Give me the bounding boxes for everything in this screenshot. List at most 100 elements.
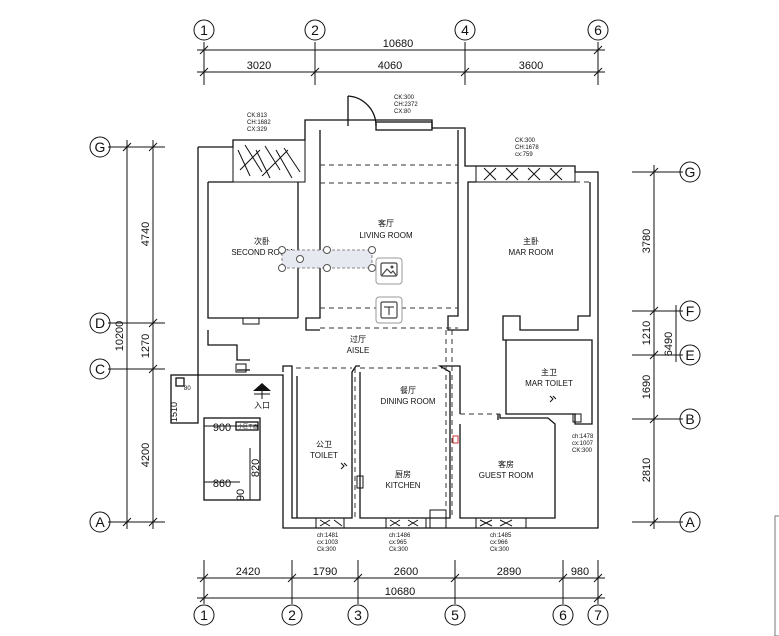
right-dim-1210: 1210 xyxy=(641,321,653,345)
image-button[interactable] xyxy=(375,257,403,285)
red-marker xyxy=(452,435,459,444)
toilet-en: TOILET xyxy=(310,451,338,460)
resize-handle-bl[interactable] xyxy=(278,264,286,272)
top-total-dim: 10680 xyxy=(383,38,414,50)
note-3-line-1: CK:300 xyxy=(515,138,536,144)
note-7-line-1: ch:1485 xyxy=(490,533,512,539)
axis-top-6: 6 xyxy=(594,22,602,38)
bottom-dim-1: 2420 xyxy=(236,566,260,578)
entry-arrow-icon xyxy=(253,383,271,399)
living-room-cn: 客厅 xyxy=(378,218,394,228)
note-6-line-2: cx:965 xyxy=(389,540,407,546)
note-7-line-2: cx:966 xyxy=(490,540,508,546)
dark-marker xyxy=(356,475,364,489)
right-dim-1690: 1690 xyxy=(641,375,653,399)
selection-overlay[interactable] xyxy=(278,246,376,272)
master-toilet-en: MAR TOILET xyxy=(525,379,573,388)
resize-handle-tl[interactable] xyxy=(278,246,286,254)
note-5-line-3: Ck:300 xyxy=(317,547,337,553)
image-icon xyxy=(380,262,398,277)
note-6-line-3: Ck:300 xyxy=(389,547,409,553)
axis-right-A: A xyxy=(685,514,695,530)
living-room-en: LIVING ROOM xyxy=(359,231,413,240)
note-4-line-1: ch:1478 xyxy=(572,434,594,440)
right-dim-2810: 2810 xyxy=(641,458,653,482)
axis-right-B: B xyxy=(685,411,694,427)
bottom-dim-3: 2600 xyxy=(394,566,418,578)
note-2-line-3: CX:80 xyxy=(394,109,411,115)
note-3-line-2: CH:1678 xyxy=(515,145,539,151)
note-6-line-1: ch:1486 xyxy=(389,533,411,539)
resize-handle-br[interactable] xyxy=(368,264,376,272)
room-labels: 次卧 SECOND ROOM 客厅 LIVING ROOM 主卧 MAR ROO… xyxy=(231,218,573,490)
dining-room-en: DINING ROOM xyxy=(380,397,435,406)
bottom-dim-4: 2890 xyxy=(497,566,521,578)
axis-left-C: C xyxy=(95,361,105,377)
note-1-line-1: CK:813 xyxy=(247,113,268,119)
side-dim-90: 90 xyxy=(235,489,247,501)
left-dimension-chain: 4740 1270 4200 10200 G D C A xyxy=(89,136,165,533)
axis-bottom-1: 1 xyxy=(200,607,208,623)
axis-top-4: 4 xyxy=(461,22,469,38)
axis-bottom-5: 5 xyxy=(451,607,459,623)
left-dim-1270: 1270 xyxy=(140,334,152,358)
top-dim-1: 3020 xyxy=(247,60,271,72)
dining-room-cn: 餐厅 xyxy=(400,386,416,395)
annotation-notes: CK:813 CH:1682 CX:329 CK:300 CH:2372 CX:… xyxy=(247,95,594,553)
entry-label: 入口 xyxy=(254,401,270,410)
top-dim-3: 3600 xyxy=(519,60,543,72)
top-dim-2: 4060 xyxy=(378,60,402,72)
side-dim-1510: 1510 xyxy=(169,402,179,422)
side-tag: 小区平面 xyxy=(238,423,258,430)
axis-top-2: 2 xyxy=(311,22,319,38)
axis-left-A: A xyxy=(95,514,105,530)
aisle-cn: 过厅 xyxy=(350,334,366,344)
resize-handle-tm[interactable] xyxy=(323,246,331,254)
floor-drain-icon xyxy=(340,462,348,470)
axis-right-G: G xyxy=(685,164,696,180)
note-5-line-1: ch:1481 xyxy=(317,533,339,539)
left-dim-4740: 4740 xyxy=(140,222,152,246)
master-room-en: MAR ROOM xyxy=(509,248,554,257)
second-room-en: SECOND ROOM xyxy=(231,248,293,257)
axis-top-1: 1 xyxy=(200,22,208,38)
left-total-dim: 10200 xyxy=(114,321,126,352)
bottom-dim-2: 1790 xyxy=(313,566,337,578)
axis-bottom-2: 2 xyxy=(288,607,296,623)
axis-right-E: E xyxy=(685,347,694,363)
note-2-line-1: CK:300 xyxy=(394,95,415,101)
guest-room-en: GUEST ROOM xyxy=(479,471,534,480)
right-dim-3780: 3780 xyxy=(641,229,653,253)
guest-room-cn: 客房 xyxy=(498,459,514,469)
resize-handle-bm[interactable] xyxy=(323,264,331,272)
text-frame-button[interactable] xyxy=(375,296,403,324)
text-frame-icon xyxy=(380,301,398,319)
right-total-dim: 6490 xyxy=(663,332,675,356)
master-toilet-cn: 主卫 xyxy=(541,367,557,377)
left-dim-4200: 4200 xyxy=(140,443,152,467)
note-2-line-2: CH:2372 xyxy=(394,102,418,108)
window-hatches xyxy=(232,139,582,529)
note-1-line-3: CX:329 xyxy=(247,127,268,133)
bottom-dim-5: 980 xyxy=(571,566,589,578)
aisle-en: AISLE xyxy=(347,346,370,355)
note-1-line-2: CH:1682 xyxy=(247,120,271,126)
side-dim-900: 900 xyxy=(213,422,231,434)
side-panel-edge xyxy=(774,515,779,636)
bottom-total-dim: 10680 xyxy=(385,586,416,598)
top-dimension-chain: 10680 3020 4060 3600 1 2 4 6 xyxy=(193,19,609,85)
resize-handle-tr[interactable] xyxy=(368,246,376,254)
note-4-line-3: CK:300 xyxy=(572,448,593,454)
resize-handle-ml[interactable] xyxy=(296,255,304,263)
note-5-line-2: cx:1003 xyxy=(317,540,339,546)
note-3-line-3: cx:759 xyxy=(515,152,533,158)
axis-left-D: D xyxy=(95,315,105,331)
right-dimension-chain: 3780 1210 1690 2810 6490 G F E B A xyxy=(632,161,701,533)
side-dim-860: 860 xyxy=(213,478,231,490)
kitchen-en: KITCHEN xyxy=(385,481,420,490)
master-room-cn: 主卧 xyxy=(523,236,539,246)
side-detail: 80 1510 900 小区平面 820 860 90 xyxy=(169,374,262,501)
axis-left-G: G xyxy=(95,139,106,155)
axis-bottom-7: 7 xyxy=(594,607,602,623)
